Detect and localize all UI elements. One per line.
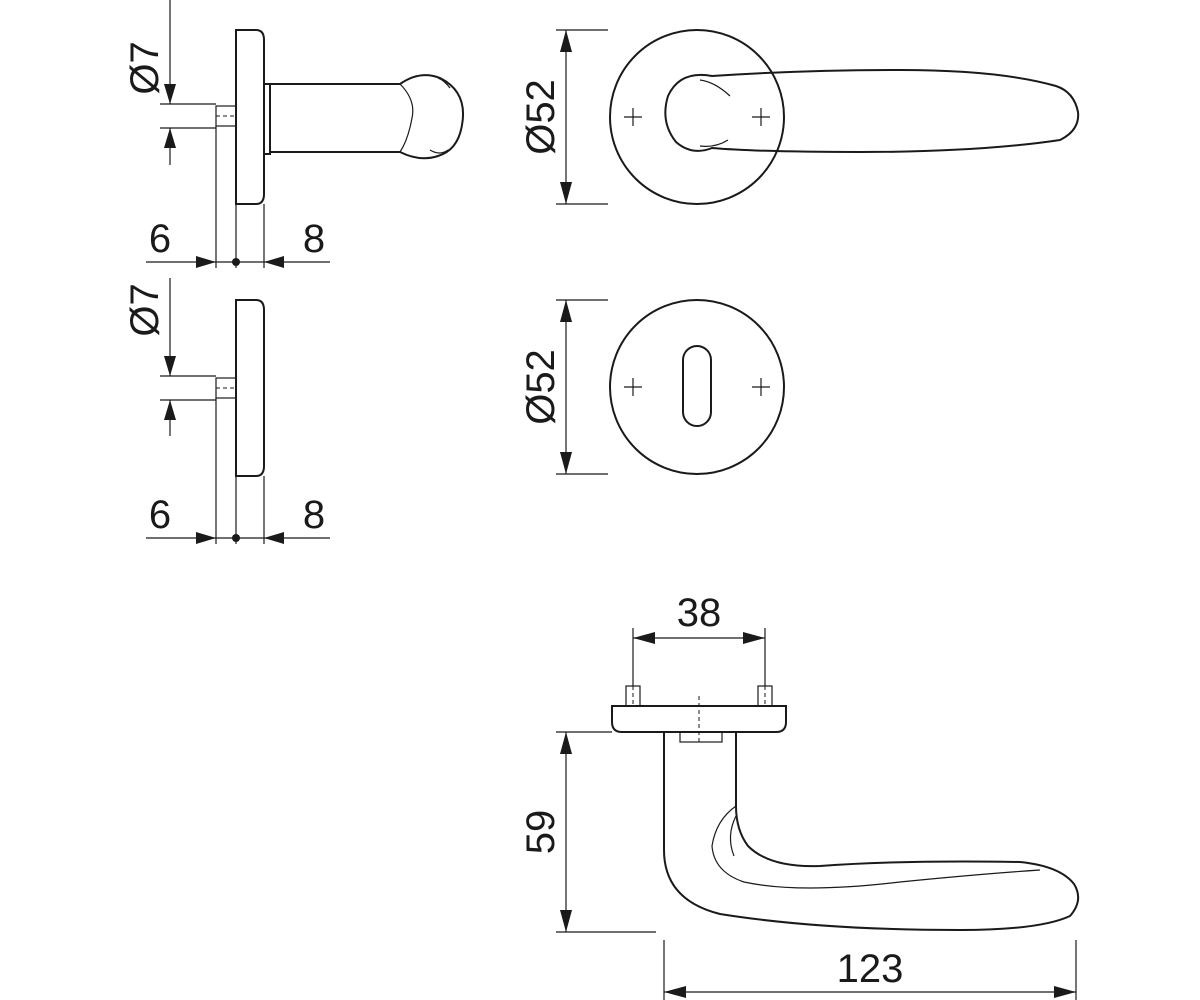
rose-pin-diameter-label: Ø7 <box>123 41 167 94</box>
escutcheon-inner-offset-label: 6 <box>149 493 171 537</box>
escutcheon-front-view <box>556 299 785 475</box>
rose-diameter-label: Ø52 <box>519 79 563 155</box>
lever-projection-label: 59 <box>519 810 563 855</box>
escutcheon-pin-diameter-label: Ø7 <box>123 283 167 336</box>
escutcheon-diameter-label: Ø52 <box>519 349 563 425</box>
rose-inner-offset-label: 6 <box>149 217 171 261</box>
escutcheon-side-view <box>146 278 330 544</box>
lever-top-view <box>556 628 1080 1000</box>
escutcheon-outer-offset-label: 8 <box>303 493 325 537</box>
rose-side-view <box>146 0 464 268</box>
screw-spacing-label: 38 <box>677 591 722 635</box>
rose-outer-offset-label: 8 <box>303 217 325 261</box>
rose-front-view <box>556 29 1080 205</box>
lever-length-label: 123 <box>837 947 904 991</box>
